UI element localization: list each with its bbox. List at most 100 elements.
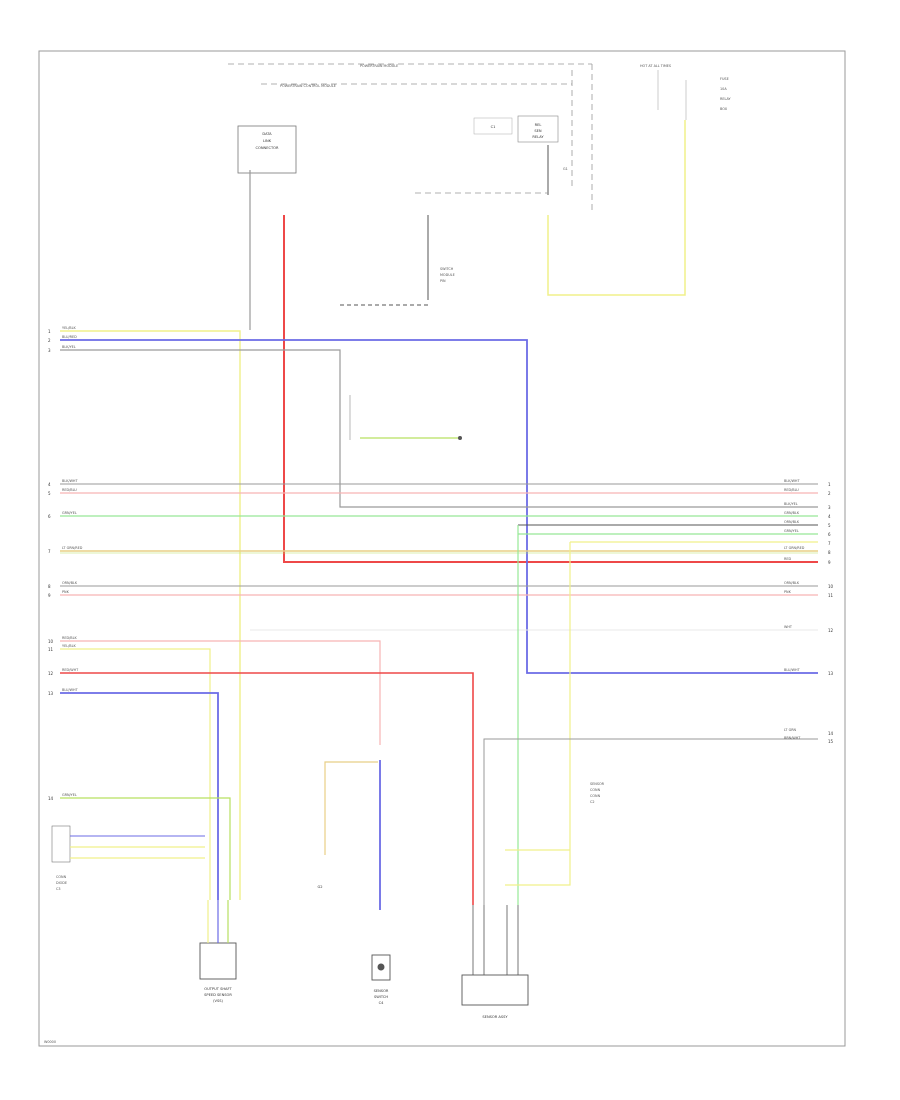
left-pin: 4: [48, 482, 51, 487]
right-pin: 8: [828, 550, 831, 555]
relay-line3: RELAY: [532, 135, 544, 139]
left-pin: 14: [48, 796, 54, 801]
right-pin: 2: [828, 491, 831, 496]
bottom-center-line3: C4: [379, 1001, 385, 1005]
right-block-line2: FUSE: [720, 77, 729, 81]
right-sensor-label: SENSOR CONN CONN C2: [590, 782, 605, 804]
left-connector-line1: CONN: [56, 875, 67, 879]
wire-label: GRN/YEL: [62, 793, 77, 797]
wire-label: GRN/BLK: [784, 511, 800, 515]
left-pin: 12: [48, 671, 54, 676]
bottom-left-component: OUTPUT SHAFT SPEED SENSOR (VSS): [199, 900, 237, 1003]
wire-blue-lower-2: [60, 692, 219, 900]
right-wire-labels: BLK/WHT RED/BLU BLK/YEL GRN/BLK ORN/BLK …: [784, 479, 805, 740]
wire-label: ORN/BLK: [784, 520, 800, 524]
left-pin: 6: [48, 514, 51, 519]
right-pin: 4: [828, 514, 831, 519]
wire-label: BLU/RED: [62, 335, 77, 339]
wire-red-lower: [60, 672, 474, 905]
left-pin: 10: [48, 639, 54, 644]
wire-label: ORN/BLK: [784, 581, 800, 585]
right-pin: 9: [828, 560, 831, 565]
right-pin: 12: [828, 628, 834, 633]
center-inner-switch: [349, 395, 462, 440]
bottom-right-line1: SENSOR ASSY: [482, 1015, 508, 1019]
wire-label: LT GRN: [784, 728, 797, 732]
right-pin: 14: [828, 731, 834, 736]
upper-switch-line1: SWITCH: [440, 267, 454, 271]
right-block-line1: HOT AT ALL TIMES: [640, 64, 671, 68]
bottom-left-line3: (VSS): [213, 999, 223, 1003]
right-pin: 10: [828, 584, 834, 589]
left-pin: 5: [48, 491, 51, 496]
wire-label: RED/WHT: [62, 668, 79, 672]
module-box-line2: LINK: [263, 139, 272, 143]
upper-switch-line2: MODULE: [440, 273, 455, 277]
wire-label: RED: [784, 557, 791, 561]
left-pin: 3: [48, 348, 51, 353]
wire-gray-1: [60, 349, 818, 508]
connector-right-line1: CONN: [590, 794, 601, 798]
bottom-left-line1: OUTPUT SHAFT: [204, 987, 232, 991]
footer-code: W0000: [44, 1040, 56, 1044]
sensor-left-line1: SENSOR: [590, 782, 605, 786]
wire-brown-lower: [483, 738, 818, 905]
left-pin: 8: [48, 584, 51, 589]
header-2-text: POWERTRAIN CONTROL MODULE: [280, 84, 336, 88]
wire-ygreen-lower: [60, 797, 231, 900]
wire-label: RED/BLK: [62, 636, 77, 640]
left-pin: 2: [48, 338, 51, 343]
top-header-area: POWERTRAIN MODULE POWERTRAIN CONTROL MOD…: [228, 63, 593, 210]
wire-label: LT GRN/RED: [784, 546, 805, 550]
right-block-line3: 10A: [720, 87, 727, 91]
wire-label: BRN/WHT: [784, 736, 801, 740]
right-pin: 7: [828, 541, 831, 546]
wire-label: BLK/WHT: [62, 479, 78, 483]
right-pin: 1: [828, 482, 831, 487]
wire-label: BLU/WHT: [784, 668, 801, 672]
wire-label: PNK: [62, 590, 70, 594]
right-pin-column: 1 2 3 4 5 6 7 8 9 10 11 12 13 14 15: [828, 482, 834, 744]
right-block-line4: RELAY: [720, 97, 732, 101]
wire-label: ORN/BLK: [62, 581, 78, 585]
header-1-text: POWERTRAIN MODULE: [360, 64, 398, 68]
left-pin-column: 1 2 3 4 5 6 7 8 9 10 11 12 13 14: [48, 329, 54, 801]
wire-label: WHT: [784, 625, 793, 629]
bottom-left-line2: SPEED SENSOR: [204, 993, 232, 997]
left-connector: CONN DIODE C3: [51, 825, 205, 891]
upper-switch-line3: PIN: [440, 279, 446, 283]
wire-label: BLK/WHT: [784, 479, 800, 483]
wire-label: GRN/YEL: [784, 529, 799, 533]
ground-label-g1: G1: [563, 167, 568, 171]
wire-yellow-vertical: [505, 542, 571, 886]
right-pin: 15: [828, 739, 834, 744]
wire-label: GRN/YEL: [62, 511, 77, 515]
connector-label-c1: C1: [491, 125, 496, 129]
sensor-left-line2: CONN: [590, 788, 601, 792]
wire-label: BLK/YEL: [62, 345, 76, 349]
bottom-center-component: SENSOR SWITCH C4: [371, 954, 391, 1005]
left-pin: 13: [48, 691, 54, 696]
right-pin: 5: [828, 523, 831, 528]
wire-label: YEL/BLK: [62, 644, 76, 648]
right-pin: 13: [828, 671, 834, 676]
right-pin: 3: [828, 505, 831, 510]
module-box: DATA LINK CONNECTOR: [237, 125, 297, 330]
center-relay: REL SEN RELAY C1 G1: [415, 115, 568, 195]
right-fuse-block: HOT AT ALL TIMES FUSE 10A RELAY BOX: [640, 64, 732, 120]
left-pin: 11: [48, 647, 54, 652]
wire-label: LT GRN/RED: [62, 546, 83, 550]
left-connector-line2: DIODE: [56, 881, 67, 885]
connector-right-line2: C2: [590, 800, 595, 804]
wire-yellow-top-loop: [547, 120, 686, 296]
wire-yellow-1: [60, 330, 241, 900]
left-wire-labels: YEL/BLK BLU/RED BLK/YEL BLK/WHT RED/BLU …: [62, 326, 83, 797]
wire-label: RED/BLU: [62, 488, 77, 492]
left-pin: 9: [48, 593, 51, 598]
right-block-line5: BOX: [720, 107, 728, 111]
wire-red-main: [283, 215, 818, 563]
right-pin: 6: [828, 532, 831, 537]
wire-yellow-lower: [60, 648, 211, 900]
diagram-frame: [38, 50, 846, 1047]
